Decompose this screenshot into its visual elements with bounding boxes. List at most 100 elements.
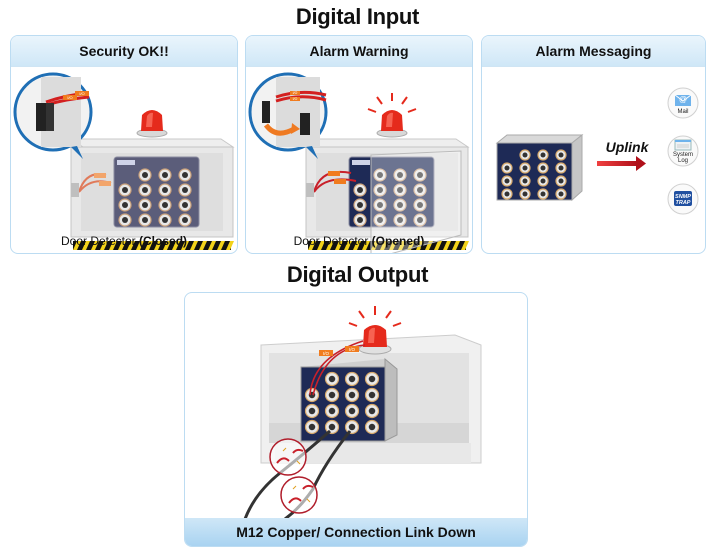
- hazard-stripe-segment: [407, 241, 415, 250]
- m12-port-pin: [182, 217, 188, 223]
- cable-break-magnifier: [269, 438, 307, 476]
- open-arrow-icon: [263, 123, 296, 136]
- wire: [313, 178, 357, 193]
- panel-security-ok: Security OK!!: [10, 35, 238, 254]
- io-tag-label: I/O: [293, 91, 298, 95]
- panel-header-alarm-warning: Alarm Warning: [246, 36, 472, 67]
- hazard-stripe-segment: [398, 241, 406, 250]
- caption-prefix: Door Detector: [293, 234, 372, 248]
- m12-port-pin: [162, 217, 168, 223]
- io-tag-label: I/O: [293, 97, 298, 101]
- hazard-stripe-segment: [443, 241, 451, 250]
- m12-port-pin: [308, 423, 316, 431]
- hazard-stripe-segment: [308, 241, 316, 250]
- alarm-warning-illustration: I/O I/O: [246, 67, 472, 253]
- snmp-trap-target: SNMP TRAP: [667, 183, 699, 215]
- panel-alarm-warning: Alarm Warning: [245, 35, 473, 254]
- hazard-stripe-segment: [380, 241, 388, 250]
- m12-port-pin: [540, 178, 546, 184]
- m12-port-pin: [368, 375, 376, 383]
- m12-port-pin: [417, 202, 423, 208]
- m12-port-pin: [142, 217, 148, 223]
- flash-rays: [367, 93, 417, 113]
- hazard-stripe-segment: [362, 241, 370, 250]
- uplink-label: Uplink: [606, 139, 650, 155]
- panel-digital-output: I/O I/O M12 Copper/ Connection Link Down: [184, 292, 528, 547]
- security-ok-illustration: I/O I/O: [11, 67, 237, 253]
- open-door: [370, 150, 462, 253]
- m12-port-pin: [522, 152, 528, 158]
- m12-port-pin: [368, 407, 376, 415]
- m12-port-pin: [522, 178, 528, 184]
- caption-state: (Opened): [371, 234, 425, 248]
- m12-port-pin: [122, 202, 128, 208]
- hazard-stripe-segment: [199, 241, 207, 250]
- m12-port-pin: [182, 187, 188, 193]
- hazard-stripe-segment: [461, 241, 469, 250]
- m12-port-pin: [182, 172, 188, 178]
- hazard-stripe-segment: [190, 241, 198, 250]
- hazard-stripe: [73, 241, 234, 250]
- system-log-icon: [674, 139, 692, 151]
- industrial-switch: [348, 156, 435, 228]
- mail-target: @ Mail: [667, 87, 699, 119]
- system-log-target: System Log: [667, 135, 699, 167]
- hazard-stripe-segment: [136, 241, 144, 250]
- m12-port-pin: [162, 202, 168, 208]
- alarm-beacon-flashing: [367, 93, 417, 138]
- m12-port-pin: [397, 187, 403, 193]
- io-tag: [319, 350, 333, 356]
- m12-port-pin: [142, 187, 148, 193]
- m12-port-pin: [558, 178, 564, 184]
- brand-logo: [352, 160, 370, 165]
- m12-port-pin: [558, 191, 564, 197]
- io-tag-label: I/O: [349, 347, 356, 352]
- magnifier-closed-sensor: I/O I/O: [13, 72, 93, 159]
- hazard-stripe-segment: [335, 241, 343, 250]
- digital-output-title: Digital Output: [286, 262, 429, 287]
- panel-alarm-messaging: Alarm Messaging Uplink: [481, 35, 706, 254]
- m12-port-pin: [504, 178, 510, 184]
- footer-link-down: M12 Copper/ Connection Link Down: [185, 518, 527, 546]
- caption-door-closed: Door Detector (Closed): [11, 234, 237, 248]
- panel-header-security-ok: Security OK!!: [11, 36, 237, 67]
- m12-port-pin: [377, 172, 383, 178]
- mail-label: Mail: [677, 109, 688, 115]
- caption-prefix: Door Detector: [60, 234, 140, 248]
- industrial-switch: [495, 133, 584, 202]
- m12-port-pin: [558, 165, 564, 171]
- m12-port-pin: [417, 172, 423, 178]
- hazard-stripe-segment: [208, 241, 216, 250]
- m12-port-pin: [368, 391, 376, 399]
- hazard-stripe-segment: [452, 241, 460, 250]
- hazard-stripe-segment: [181, 241, 189, 250]
- panel-header-alarm-messaging: Alarm Messaging: [482, 36, 705, 67]
- m12-port-pin: [368, 423, 376, 431]
- hazard-stripe-segment: [389, 241, 397, 250]
- m12-port-pin: [558, 152, 564, 158]
- hazard-stripe-segment: [217, 241, 225, 250]
- io-tag: [328, 171, 340, 176]
- digital-input-title: Digital Input: [295, 4, 420, 29]
- io-tag: [334, 179, 346, 184]
- cable-break-magnifier: [280, 476, 318, 514]
- hazard-stripe-segment: [145, 241, 153, 250]
- hazard-stripe-segment: [82, 241, 90, 250]
- hazard-stripe-segment: [434, 241, 442, 250]
- m12-port-pin: [504, 165, 510, 171]
- m12-port-pin: [540, 191, 546, 197]
- m12-port-pin: [522, 165, 528, 171]
- io-tag-label: I/O: [67, 95, 72, 100]
- io-tag: [94, 173, 106, 178]
- m12-port-pin: [328, 423, 336, 431]
- m12-port-pin: [348, 375, 356, 383]
- snmp-label: SNMP: [675, 194, 691, 200]
- wire: [309, 340, 364, 396]
- io-tag-label: I/O: [79, 91, 84, 96]
- door-sensor: [306, 183, 314, 197]
- m12-port-pin: [357, 187, 363, 193]
- svg-text:@: @: [679, 95, 687, 104]
- m12-port-pin: [348, 423, 356, 431]
- m12-port-pin: [162, 172, 168, 178]
- m12-port-pin: [328, 391, 336, 399]
